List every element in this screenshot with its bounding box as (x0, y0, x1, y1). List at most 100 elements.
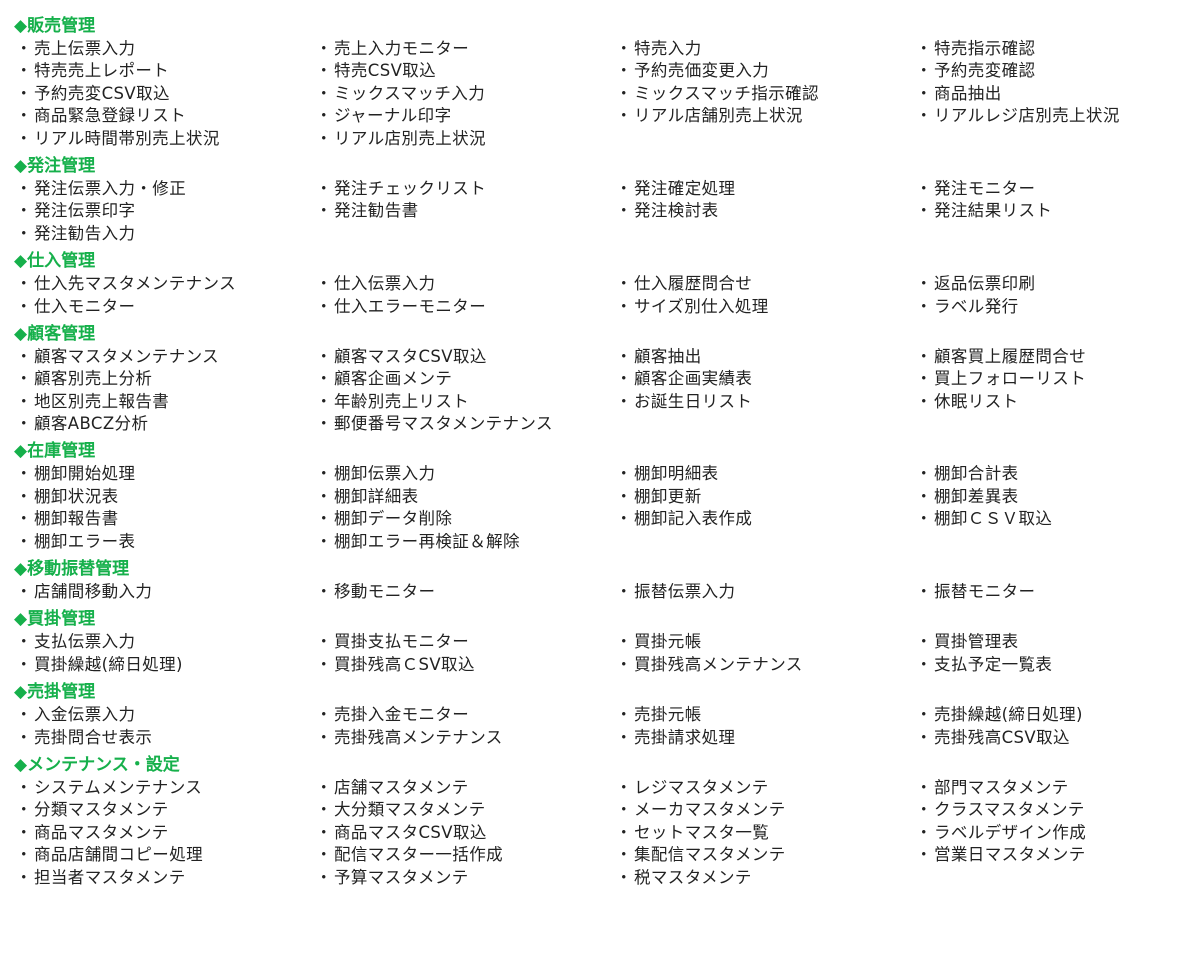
menu-item[interactable]: ・顧客企画実績表 (614, 368, 914, 390)
menu-item[interactable]: ・顧客別売上分析 (14, 368, 314, 390)
menu-item[interactable]: ・売掛残高メンテナンス (314, 727, 614, 749)
menu-item[interactable]: ・仕入先マスタメンテナンス (14, 273, 314, 295)
menu-item[interactable]: ・売掛入金モニター (314, 704, 614, 726)
menu-item[interactable]: ・集配信マスタメンテ (614, 844, 914, 866)
menu-item[interactable]: ・売掛元帳 (614, 704, 914, 726)
menu-item[interactable]: ・振替モニター (914, 581, 1180, 603)
menu-item[interactable]: ・予算マスタメンテ (314, 867, 614, 889)
menu-item[interactable]: ・予約売変CSV取込 (14, 83, 314, 105)
menu-item[interactable]: ・地区別売上報告書 (14, 391, 314, 413)
menu-item[interactable]: ・発注結果リスト (914, 200, 1180, 222)
menu-item[interactable]: ・特売CSV取込 (314, 60, 614, 82)
menu-item[interactable]: ・サイズ別仕入処理 (614, 296, 914, 318)
menu-item[interactable]: ・仕入伝票入力 (314, 273, 614, 295)
menu-item[interactable]: ・お誕生日リスト (614, 391, 914, 413)
menu-item[interactable]: ・棚卸開始処理 (14, 463, 314, 485)
menu-item[interactable]: ・発注伝票印字 (14, 200, 314, 222)
menu-item[interactable]: ・買掛管理表 (914, 631, 1180, 653)
menu-item[interactable]: ・店舗間移動入力 (14, 581, 314, 603)
menu-item[interactable]: ・売掛請求処理 (614, 727, 914, 749)
menu-item[interactable]: ・商品緊急登録リスト (14, 105, 314, 127)
menu-item[interactable]: ・年齢別売上リスト (314, 391, 614, 413)
menu-item[interactable]: ・顧客マスタメンテナンス (14, 346, 314, 368)
menu-item[interactable]: ・買掛繰越(締日処理) (14, 654, 314, 676)
menu-item[interactable]: ・ラベルデザイン作成 (914, 822, 1180, 844)
menu-item[interactable]: ・ミックスマッチ指示確認 (614, 83, 914, 105)
menu-item[interactable]: ・支払伝票入力 (14, 631, 314, 653)
menu-item[interactable]: ・売掛残高CSV取込 (914, 727, 1180, 749)
menu-item[interactable]: ・商品マスタCSV取込 (314, 822, 614, 844)
menu-item[interactable]: ・棚卸差異表 (914, 486, 1180, 508)
menu-item[interactable]: ・分類マスタメンテ (14, 799, 314, 821)
menu-item[interactable]: ・リアルレジ店別売上状況 (914, 105, 1180, 127)
menu-item[interactable]: ・ミックスマッチ入力 (314, 83, 614, 105)
menu-item[interactable]: ・予約売価変更入力 (614, 60, 914, 82)
menu-item[interactable]: ・税マスタメンテ (614, 867, 914, 889)
menu-item[interactable]: ・ラベル発行 (914, 296, 1180, 318)
menu-item[interactable]: ・振替伝票入力 (614, 581, 914, 603)
menu-item[interactable]: ・棚卸明細表 (614, 463, 914, 485)
menu-item[interactable]: ・売掛問合せ表示 (14, 727, 314, 749)
menu-item[interactable]: ・買掛元帳 (614, 631, 914, 653)
menu-item[interactable]: ・発注勧告入力 (14, 223, 314, 245)
menu-item[interactable]: ・特売売上レポート (14, 60, 314, 82)
menu-item[interactable]: ・支払予定一覧表 (914, 654, 1180, 676)
menu-item[interactable]: ・リアル時間帯別売上状況 (14, 128, 314, 150)
menu-item[interactable]: ・大分類マスタメンテ (314, 799, 614, 821)
menu-item[interactable]: ・買掛支払モニター (314, 631, 614, 653)
menu-item[interactable]: ・メーカマスタメンテ (614, 799, 914, 821)
menu-item[interactable]: ・棚卸データ削除 (314, 508, 614, 530)
menu-item[interactable]: ・担当者マスタメンテ (14, 867, 314, 889)
menu-item[interactable]: ・棚卸状況表 (14, 486, 314, 508)
menu-item[interactable]: ・棚卸伝票入力 (314, 463, 614, 485)
menu-item[interactable]: ・顧客ABCZ分析 (14, 413, 314, 435)
menu-item[interactable]: ・棚卸エラー再検証＆解除 (314, 531, 614, 553)
menu-item[interactable]: ・リアル店別売上状況 (314, 128, 614, 150)
menu-item[interactable]: ・商品店舗間コピー処理 (14, 844, 314, 866)
menu-item[interactable]: ・顧客買上履歴問合せ (914, 346, 1180, 368)
menu-item[interactable]: ・仕入履歴問合せ (614, 273, 914, 295)
menu-item[interactable]: ・発注勧告書 (314, 200, 614, 222)
menu-item[interactable]: ・棚卸更新 (614, 486, 914, 508)
menu-item[interactable]: ・郵便番号マスタメンテナンス (314, 413, 614, 435)
menu-item[interactable]: ・発注チェックリスト (314, 178, 614, 200)
menu-item[interactable]: ・売上伝票入力 (14, 38, 314, 60)
menu-item[interactable]: ・棚卸報告書 (14, 508, 314, 530)
menu-item[interactable]: ・部門マスタメンテ (914, 777, 1180, 799)
menu-item[interactable]: ・クラスマスタメンテ (914, 799, 1180, 821)
menu-item[interactable]: ・入金伝票入力 (14, 704, 314, 726)
menu-item[interactable]: ・商品マスタメンテ (14, 822, 314, 844)
menu-item[interactable]: ・買掛残高メンテナンス (614, 654, 914, 676)
menu-item[interactable]: ・店舗マスタメンテ (314, 777, 614, 799)
menu-item[interactable]: ・システムメンテナンス (14, 777, 314, 799)
menu-item[interactable]: ・顧客抽出 (614, 346, 914, 368)
menu-item[interactable]: ・レジマスタメンテ (614, 777, 914, 799)
menu-item[interactable]: ・棚卸詳細表 (314, 486, 614, 508)
menu-item[interactable]: ・営業日マスタメンテ (914, 844, 1180, 866)
menu-item[interactable]: ・特売指示確認 (914, 38, 1180, 60)
menu-item[interactable]: ・発注モニター (914, 178, 1180, 200)
menu-item[interactable]: ・返品伝票印刷 (914, 273, 1180, 295)
menu-item[interactable]: ・予約売変確認 (914, 60, 1180, 82)
menu-item[interactable]: ・発注確定処理 (614, 178, 914, 200)
menu-item[interactable]: ・休眠リスト (914, 391, 1180, 413)
menu-item[interactable]: ・移動モニター (314, 581, 614, 603)
menu-item[interactable]: ・セットマスタ一覧 (614, 822, 914, 844)
menu-item[interactable]: ・発注伝票入力・修正 (14, 178, 314, 200)
menu-item[interactable]: ・商品抽出 (914, 83, 1180, 105)
menu-item[interactable]: ・棚卸記入表作成 (614, 508, 914, 530)
menu-item[interactable]: ・特売入力 (614, 38, 914, 60)
menu-item[interactable]: ・ジャーナル印字 (314, 105, 614, 127)
menu-item[interactable]: ・発注検討表 (614, 200, 914, 222)
menu-item[interactable]: ・棚卸エラー表 (14, 531, 314, 553)
menu-item[interactable]: ・顧客マスタCSV取込 (314, 346, 614, 368)
menu-item[interactable]: ・棚卸合計表 (914, 463, 1180, 485)
menu-item[interactable]: ・仕入エラーモニター (314, 296, 614, 318)
menu-item[interactable]: ・買掛残高ＣSV取込 (314, 654, 614, 676)
menu-item[interactable]: ・棚卸ＣＳＶ取込 (914, 508, 1180, 530)
menu-item[interactable]: ・配信マスター一括作成 (314, 844, 614, 866)
menu-item[interactable]: ・売掛繰越(締日処理) (914, 704, 1180, 726)
menu-item[interactable]: ・売上入力モニター (314, 38, 614, 60)
menu-item[interactable]: ・顧客企画メンテ (314, 368, 614, 390)
menu-item[interactable]: ・仕入モニター (14, 296, 314, 318)
